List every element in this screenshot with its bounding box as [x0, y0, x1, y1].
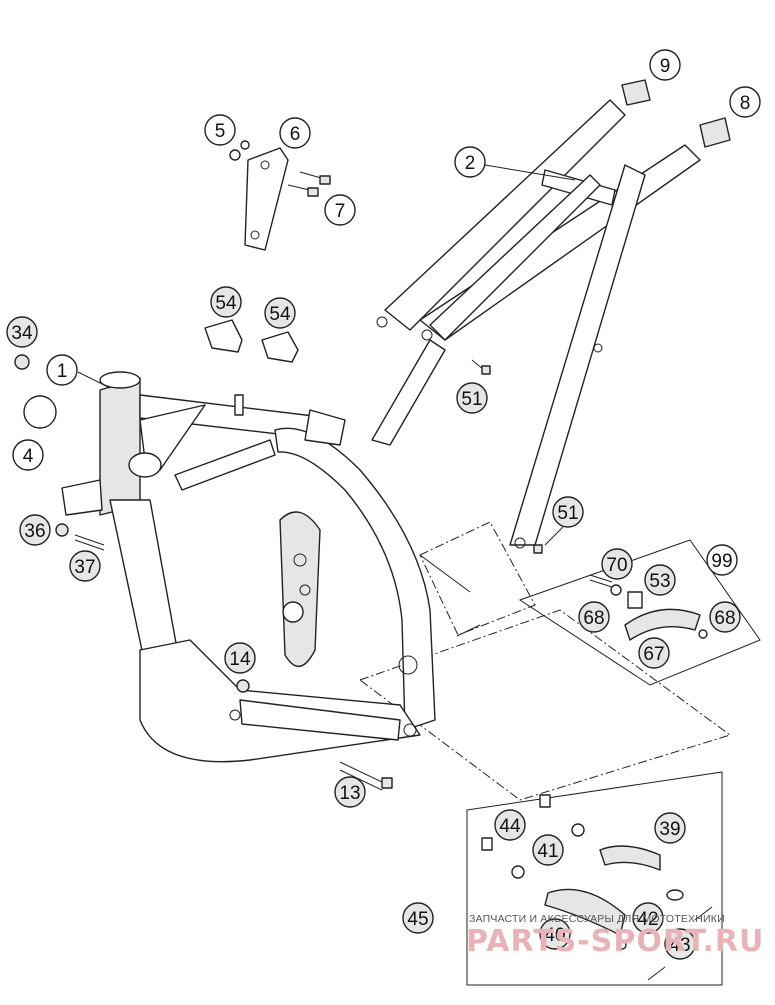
- watermark-logo: PARTS-SPORT.RU: [466, 924, 764, 959]
- callout-51-lower: 51: [552, 496, 584, 528]
- callout-42: 42: [632, 902, 664, 934]
- svg-text:14: 14: [229, 649, 251, 670]
- svg-text:44: 44: [499, 816, 521, 837]
- svg-text:6: 6: [290, 124, 301, 145]
- footrest-assembly: [481, 794, 713, 981]
- svg-text:42: 42: [637, 909, 658, 930]
- svg-text:68: 68: [714, 608, 735, 629]
- callout-6: 6: [279, 117, 311, 149]
- callout-36: 36: [19, 514, 51, 546]
- callout-4: 4: [12, 439, 44, 471]
- svg-text:9: 9: [660, 56, 671, 77]
- svg-text:54: 54: [269, 304, 291, 325]
- callout-45: 45: [402, 902, 434, 934]
- callout-43: 43: [664, 928, 696, 960]
- svg-text:43: 43: [669, 935, 690, 956]
- callout-7: 7: [324, 194, 356, 226]
- svg-text:37: 37: [74, 557, 95, 578]
- svg-text:5: 5: [215, 121, 226, 142]
- callout-67: 67: [638, 637, 670, 669]
- callout-70: 70: [601, 548, 633, 580]
- frame-protectors: [204, 319, 299, 363]
- callout-41: 41: [532, 834, 564, 866]
- svg-text:41: 41: [537, 841, 558, 862]
- callout-40: 40: [539, 918, 571, 950]
- small-hardware: [14, 354, 543, 791]
- subframe-plugs: [621, 79, 731, 148]
- callout-14: 14: [224, 642, 256, 674]
- watermark-caption: ЗАПЧАСТИ И АКСЕССУАРЫ ДЛЯ МОТОТЕХНИКИ: [469, 913, 725, 925]
- engine-mount-bracket: [229, 140, 331, 251]
- callout-1: 1: [46, 354, 78, 386]
- callout-51-upper: 51: [456, 382, 488, 414]
- svg-text:53: 53: [649, 571, 670, 592]
- svg-text:1: 1: [57, 361, 68, 382]
- svg-text:68: 68: [583, 608, 604, 629]
- svg-text:8: 8: [740, 93, 751, 114]
- svg-text:7: 7: [335, 201, 346, 222]
- callouts: 1 2 4 5 6 7 8 9 13 14 34 36 37 39 40 41 …: [6, 49, 761, 960]
- callout-39: 39: [654, 812, 686, 844]
- svg-text:54: 54: [215, 293, 237, 314]
- svg-text:67: 67: [643, 644, 664, 665]
- chain-guide-parts: [589, 574, 708, 641]
- callout-34: 34: [6, 316, 38, 348]
- subframe: [371, 99, 701, 549]
- callout-8: 8: [729, 86, 761, 118]
- svg-text:51: 51: [557, 503, 578, 524]
- callout-68-right: 68: [709, 601, 741, 633]
- callout-2: 2: [454, 146, 486, 178]
- callout-44: 44: [494, 809, 526, 841]
- svg-text:45: 45: [407, 909, 428, 930]
- callout-53: 53: [644, 564, 676, 596]
- svg-text:34: 34: [11, 323, 33, 344]
- assembly-guide-lines: [358, 521, 761, 986]
- svg-text:70: 70: [606, 555, 627, 576]
- callout-9: 9: [649, 49, 681, 81]
- watermark: ЗАПЧАСТИ И АКСЕССУАРЫ ДЛЯ МОТОТЕХНИКИ PA…: [466, 913, 764, 959]
- callout-68-left: 68: [578, 601, 610, 633]
- callout-13: 13: [334, 776, 366, 808]
- svg-text:13: 13: [339, 783, 360, 804]
- svg-text:99: 99: [711, 551, 732, 572]
- callout-99: 99: [706, 544, 738, 576]
- callout-54-left: 54: [210, 286, 242, 318]
- svg-text:39: 39: [659, 819, 680, 840]
- leader-lines: [77, 164, 576, 593]
- svg-text:51: 51: [461, 389, 482, 410]
- svg-text:40: 40: [544, 925, 565, 946]
- callout-5: 5: [204, 114, 236, 146]
- svg-text:4: 4: [23, 446, 34, 467]
- svg-text:2: 2: [465, 153, 476, 174]
- callout-37: 37: [69, 550, 101, 582]
- svg-text:36: 36: [24, 521, 45, 542]
- main-frame: [61, 371, 436, 763]
- callout-54-right: 54: [264, 297, 296, 329]
